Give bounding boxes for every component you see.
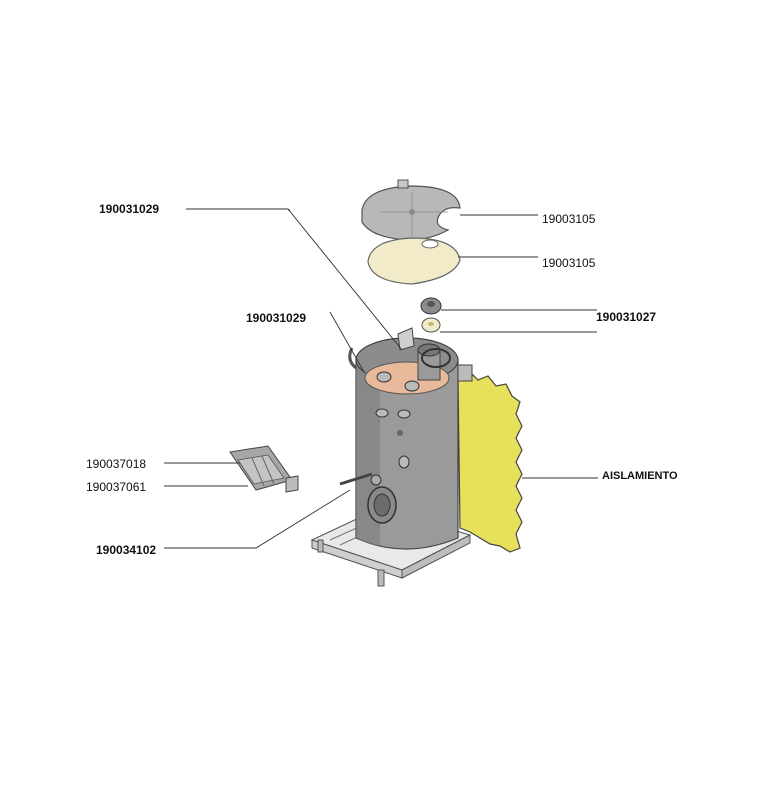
cover-insulation-disc: [367, 237, 461, 285]
insulation-blanket: [457, 371, 523, 553]
label-tank-outer-top: 190031029: [99, 202, 160, 216]
water-heater-tank: [339, 327, 473, 550]
label-bracket-upper: 190037018: [86, 457, 147, 471]
label-burner: 190034102: [96, 543, 157, 557]
label-anode-cap: 190031027: [596, 310, 657, 324]
label-bracket-lower: 190037061: [86, 480, 147, 494]
label-cover-insulation: 19003105: [542, 256, 596, 270]
top-cover-plate: [361, 179, 461, 241]
anode-cap-parts: [420, 297, 442, 333]
label-tank-inner-top: 190031029: [246, 311, 307, 325]
side-bracket-parts: [229, 445, 299, 493]
leader-lines: [164, 208, 598, 549]
label-cover-top: 19003105: [542, 212, 596, 226]
label-insulation: AISLAMIENTO: [602, 470, 678, 482]
